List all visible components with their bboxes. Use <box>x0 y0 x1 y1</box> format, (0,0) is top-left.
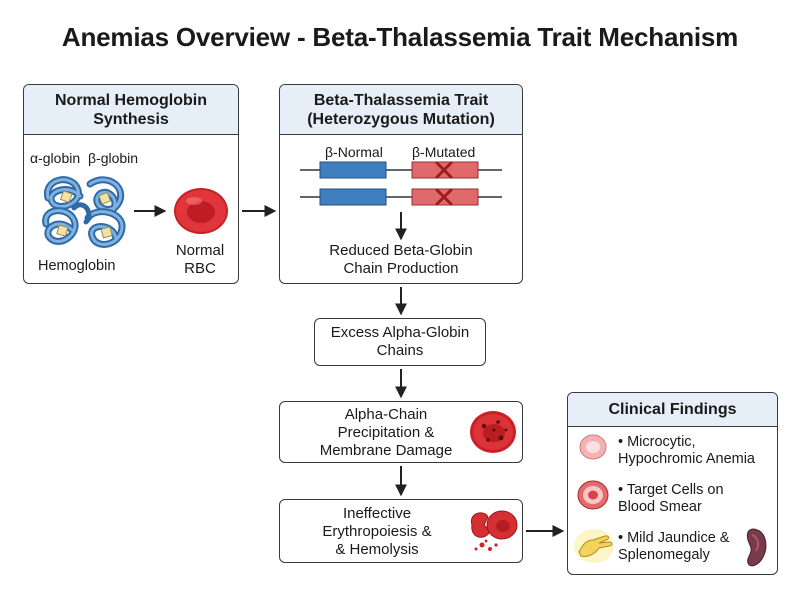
page-title: Anemias Overview - Beta-Thalassemia Trai… <box>61 22 739 52</box>
mutated-gene-label: β-Mutated <box>412 144 476 160</box>
finding-jaundice: • Mild Jaundice & Splenomegaly <box>618 530 730 563</box>
precipitation-box <box>279 401 523 463</box>
normal-gene-label: β-Normal <box>325 144 383 160</box>
microcytic-cell-icon <box>579 434 607 460</box>
trait-heading: Beta-Thalassemia Trait (Heterozygous Mut… <box>280 85 522 135</box>
hemolysis-icon <box>470 510 518 551</box>
precipitation-text: Alpha-Chain Precipitation & Membrane Dam… <box>319 406 453 459</box>
hemoglobin-molecule-icon <box>42 176 126 248</box>
finding-microcytic: • Microcytic, Hypochromic Anemia <box>618 434 755 467</box>
finding-target-cells: • Target Cells on Blood Smear <box>618 482 724 515</box>
normal-gene-top <box>319 161 387 179</box>
normal-rbc-label: Normal RBC <box>175 242 225 277</box>
excess-alpha-box <box>314 318 486 366</box>
excess-alpha-text: Excess Alpha-Globin Chains <box>330 324 470 359</box>
mutation-x-icon <box>435 161 453 206</box>
normal-gene-bottom <box>319 188 387 206</box>
normal-synthesis-heading: Normal Hemoglobin Synthesis <box>24 85 238 135</box>
hemoglobin-label: Hemoglobin <box>38 258 116 274</box>
spleen-icon <box>746 528 767 567</box>
alpha-globin-label: α-globin <box>30 150 81 166</box>
target-cell-icon <box>577 480 609 510</box>
damaged-rbc-icon <box>470 411 516 453</box>
normal-rbc-icon <box>174 188 228 234</box>
trait-box: Beta-Thalassemia Trait (Heterozygous Mut… <box>279 84 523 284</box>
gene-diagram <box>300 161 502 206</box>
jaundice-hand-icon <box>574 529 614 563</box>
reduced-beta-globin-text: Reduced Beta-Globin Chain Production <box>329 242 473 277</box>
clinical-findings-heading: Clinical Findings <box>568 393 777 427</box>
beta-globin-label: β-globin <box>88 150 139 166</box>
normal-synthesis-box: Normal Hemoglobin Synthesis <box>23 84 239 284</box>
ineffective-erythropoiesis-text: Ineffective Erythropoiesis & & Hemolysis <box>322 505 432 558</box>
